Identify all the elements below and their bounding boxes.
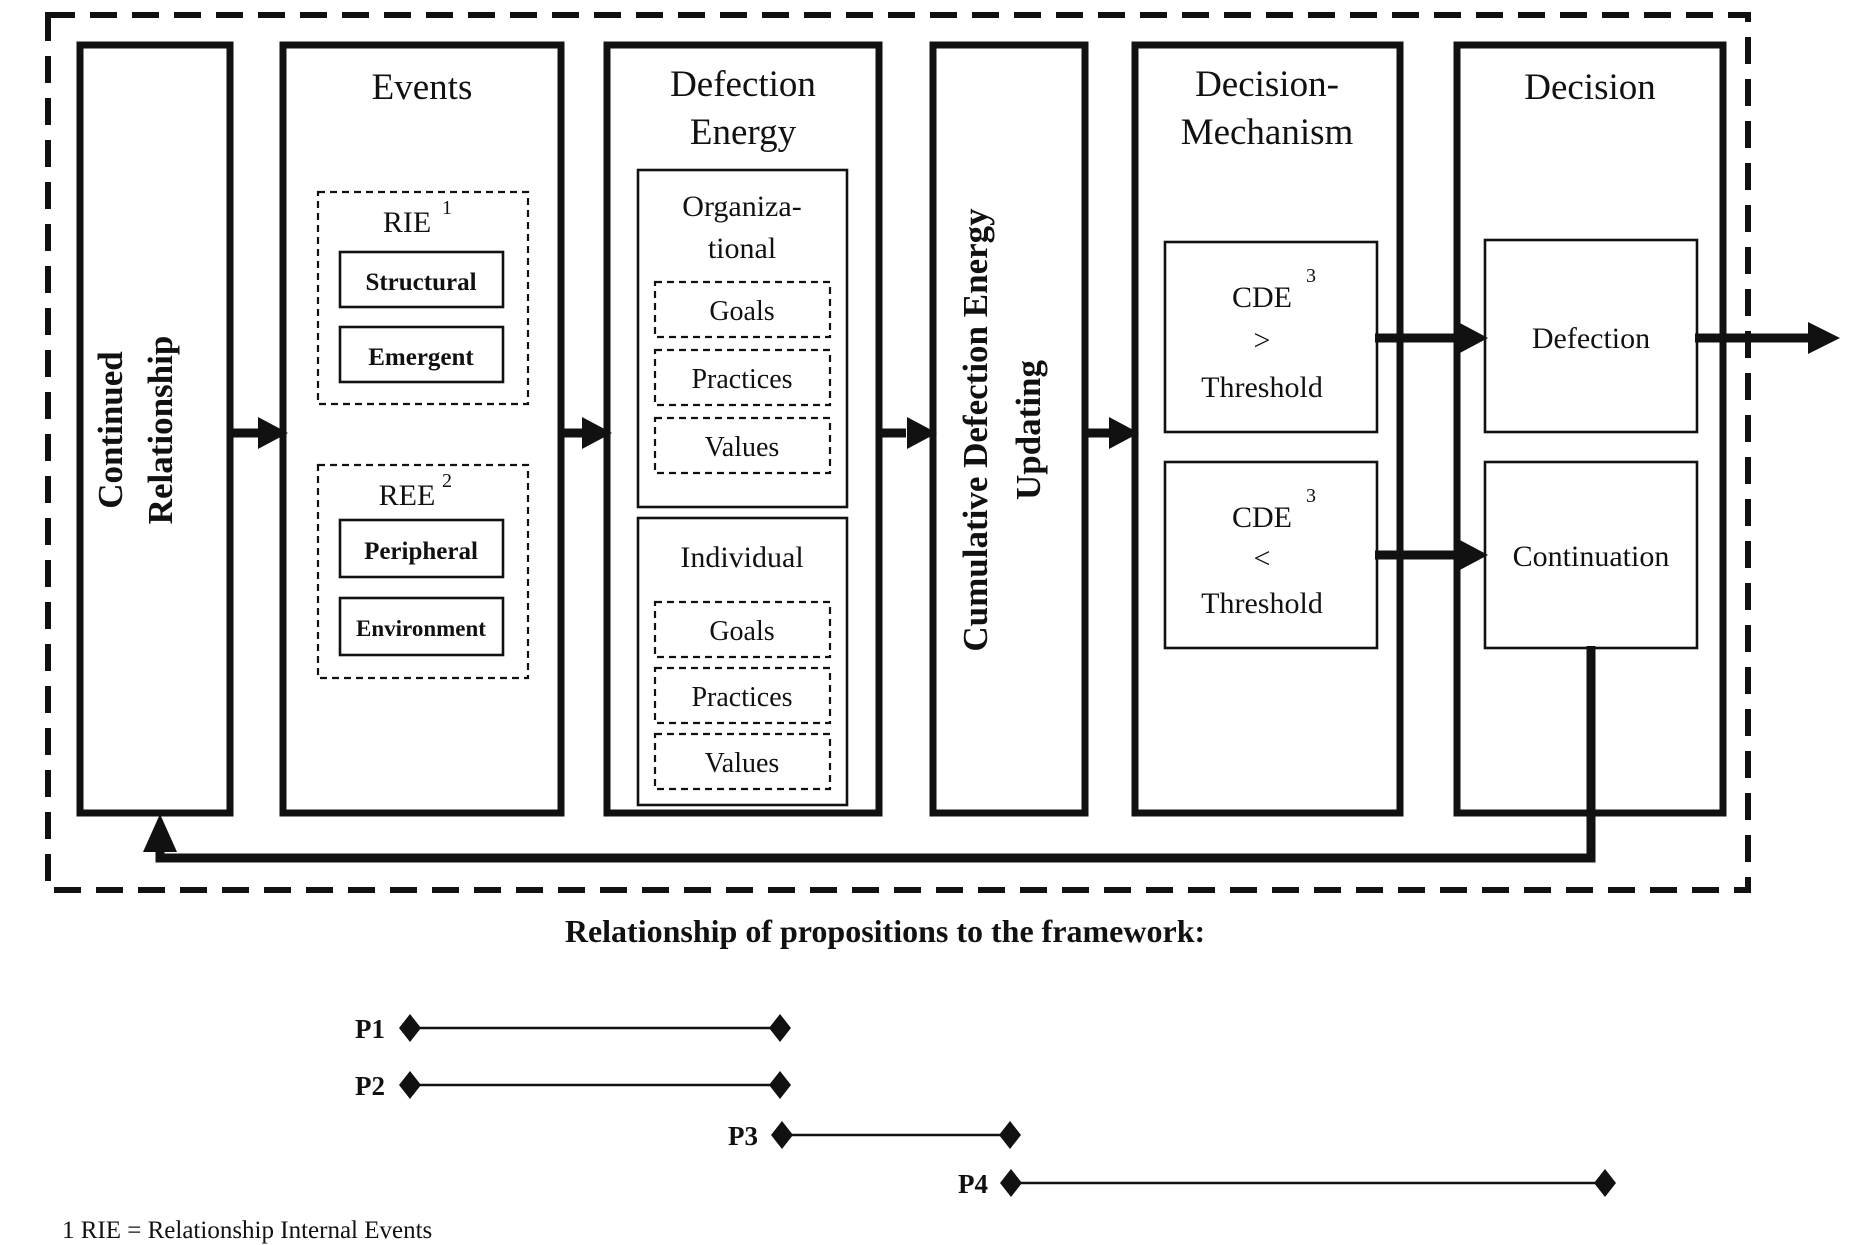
p2-diamond-right — [769, 1071, 791, 1099]
cde-gt-threshold-box — [1163, 240, 1379, 434]
proposition-row-p1: P1 — [355, 1014, 791, 1044]
cde-lt-superscript: 3 — [1306, 485, 1316, 507]
p3-diamond-left — [771, 1121, 793, 1149]
defection-energy-title-line1: Defection — [670, 64, 816, 105]
peripheral-box — [338, 518, 505, 579]
arrow-col2-to-col3 — [559, 417, 612, 449]
proposition-row-p3: P3 — [728, 1121, 1021, 1151]
events-title: Events — [372, 67, 473, 108]
p4-diamond-right — [1594, 1169, 1616, 1197]
cde-gt-label: CDE — [1232, 281, 1292, 314]
cde-gt-superscript: 3 — [1306, 265, 1316, 287]
individual-label: Individual — [680, 541, 803, 574]
cde-updating-label-line1: Cumulative Defection Energy — [956, 208, 995, 652]
arrow-cde-lt-to-continuation — [1375, 539, 1488, 571]
cde-updating-box — [929, 41, 1089, 817]
ind-values-label: Values — [705, 748, 780, 779]
emergent-box — [338, 325, 505, 384]
defection-label: Defection — [1532, 322, 1650, 355]
p1-diamond-right — [769, 1014, 791, 1042]
ree-superscript: 2 — [442, 470, 452, 492]
p3-label: P3 — [728, 1121, 758, 1151]
peripheral-label: Peripheral — [364, 538, 478, 565]
structural-box — [338, 250, 505, 309]
proposition-section-title: Relationship of propositions to the fram… — [565, 913, 1205, 949]
ind-practices-box — [653, 666, 832, 725]
defection-energy-title-line2: Energy — [690, 112, 797, 153]
ind-goals-label: Goals — [709, 616, 774, 647]
ind-goals-box — [653, 600, 832, 659]
ree-dashed-box — [316, 463, 530, 680]
cde-lt-operator: < — [1254, 542, 1271, 575]
decision-mechanism-title-line2: Mechanism — [1181, 112, 1354, 153]
proposition-row-p2: P2 — [355, 1071, 791, 1101]
events-box — [279, 41, 565, 817]
structural-label: Structural — [365, 269, 476, 296]
org-practices-label: Practices — [691, 364, 792, 395]
p1-diamond-left — [399, 1014, 421, 1042]
cde-gt-operator: > — [1254, 324, 1271, 357]
org-values-box — [653, 416, 832, 475]
cde-updating-label-line2: Updating — [1009, 359, 1048, 500]
defection-box — [1483, 238, 1699, 434]
arrow-col1-to-col2 — [228, 417, 288, 449]
decision-mechanism-title-line1: Decision- — [1195, 64, 1339, 105]
p2-diamond-left — [399, 1071, 421, 1099]
environment-label: Environment — [356, 616, 486, 641]
p1-label: P1 — [355, 1014, 385, 1044]
emergent-label: Emergent — [368, 344, 474, 371]
ind-values-box — [653, 732, 832, 791]
p4-diamond-left — [1000, 1169, 1022, 1197]
arrow-col3-to-col4 — [877, 417, 937, 449]
rie-superscript: 1 — [442, 197, 452, 219]
feedback-loop-arrow — [143, 646, 1596, 863]
organizational-label-line2: tional — [708, 232, 776, 265]
environment-box — [338, 596, 505, 657]
continued-relationship-label-line2: Relationship — [141, 336, 180, 525]
p4-label: P4 — [958, 1169, 988, 1199]
organizational-label-line1: Organiza- — [682, 190, 801, 223]
org-practices-box — [653, 348, 832, 407]
ind-practices-label: Practices — [691, 682, 792, 713]
cde-gt-threshold-label: Threshold — [1201, 371, 1323, 404]
org-goals-box — [653, 280, 832, 339]
continuation-box — [1483, 460, 1699, 650]
rie-dashed-box — [316, 190, 530, 406]
org-values-label: Values — [705, 432, 780, 463]
p3-diamond-right — [999, 1121, 1021, 1149]
p2-label: P2 — [355, 1071, 385, 1101]
arrow-cde-gt-to-defection — [1375, 322, 1488, 354]
arrow-col4-to-col5 — [1083, 417, 1139, 449]
cde-lt-label: CDE — [1232, 501, 1292, 534]
rie-label: RIE — [383, 206, 431, 239]
cde-lt-threshold-box — [1163, 460, 1379, 650]
individual-box — [636, 516, 849, 807]
decision-title: Decision — [1524, 67, 1656, 108]
footnote-rie: 1 RIE = Relationship Internal Events — [62, 1217, 432, 1244]
org-goals-label: Goals — [709, 296, 774, 327]
continuation-label: Continuation — [1513, 540, 1670, 573]
cde-lt-threshold-label: Threshold — [1201, 587, 1323, 620]
framework-boundary — [45, 12, 1751, 893]
continued-relationship-label-line1: Continued — [91, 351, 130, 509]
organizational-box — [636, 168, 849, 509]
ree-label: REE — [379, 479, 436, 512]
proposition-row-p4: P4 — [958, 1169, 1616, 1199]
arrow-defection-exit — [1695, 322, 1840, 354]
